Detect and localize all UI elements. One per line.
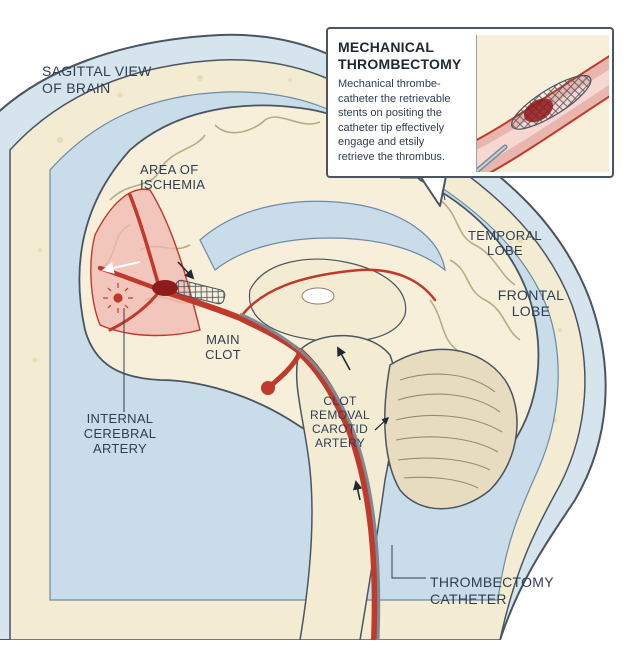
arrow-icon bbox=[177, 261, 195, 280]
label-line: LOBE bbox=[511, 303, 551, 319]
aneurysm-bulge bbox=[261, 381, 275, 395]
third-ventricle bbox=[301, 287, 335, 305]
label-line: CLOT bbox=[205, 347, 241, 362]
label-line: ARTERY bbox=[314, 436, 366, 450]
mechanical-thrombectomy-callout: MECHANICAL THROMBECTOMY Mechanical throm… bbox=[326, 27, 614, 178]
label-line: ARTERY bbox=[92, 441, 148, 456]
label-line: OF BRAIN bbox=[42, 80, 111, 96]
label-line: CEREBRAL bbox=[83, 426, 157, 441]
callout-body-line: Mechanical thrombe- bbox=[338, 78, 441, 90]
label-thrombectomy-catheter: THROMBECTOMY CATHETER bbox=[430, 574, 554, 608]
label-line: ISCHEMIA bbox=[140, 177, 206, 192]
callout-body-line: retrieve the thrombus. bbox=[338, 150, 445, 163]
callout-body: Mechanical thrombe- catheter the retriev… bbox=[338, 77, 468, 164]
label-line: CATHETER bbox=[430, 591, 507, 607]
callout-inset-illustration bbox=[476, 35, 609, 172]
label-line: INTERNAL bbox=[86, 411, 154, 426]
label-area-of-ischemia: AREA OF ISCHEMIA bbox=[140, 162, 205, 192]
label-line: TEMPORAL bbox=[468, 228, 542, 243]
ischemia-target-icon bbox=[103, 283, 133, 313]
label-sagittal-view: SAGITTAL VIEW OF BRAIN bbox=[42, 63, 152, 97]
stent-retriever-closeup bbox=[477, 35, 609, 172]
stent-mesh bbox=[511, 74, 592, 130]
label-clot-removal-carotid-artery: CLOT REMOVAL CAROTID ARTERY bbox=[298, 394, 382, 450]
label-temporal-lobe: TEMPORAL LOBE bbox=[460, 228, 550, 258]
arrow-icon bbox=[352, 480, 363, 501]
label-line: THROMBECTOMY bbox=[430, 574, 554, 590]
callout-body-line: engage and etsily bbox=[338, 136, 425, 148]
label-frontal-lobe: FRONTAL LOBE bbox=[486, 287, 576, 319]
label-line: AREA OF bbox=[140, 162, 199, 177]
callout-title-line: MECHANICAL bbox=[338, 39, 435, 55]
label-line: CLOT bbox=[323, 394, 357, 408]
cerebellum-folia bbox=[395, 373, 503, 489]
thrombectomy-catheter bbox=[239, 312, 381, 641]
callout-body-line: catheter tip effectively bbox=[338, 121, 445, 134]
callout-body-line: stents on positing the bbox=[338, 107, 442, 119]
arrow-icon bbox=[374, 417, 390, 431]
callout-title: MECHANICAL THROMBECTOMY bbox=[338, 39, 461, 73]
label-line: REMOVAL bbox=[310, 408, 370, 422]
label-internal-cerebral-artery: INTERNAL CEREBRAL ARTERY bbox=[72, 411, 168, 456]
callout-title-line: THROMBECTOMY bbox=[338, 56, 462, 72]
label-line: MAIN bbox=[206, 332, 240, 347]
label-main-clot: MAIN CLOT bbox=[200, 332, 246, 362]
arrow-icon bbox=[101, 261, 141, 274]
label-line: SAGITTAL VIEW bbox=[42, 63, 152, 79]
cerebellum bbox=[384, 348, 518, 510]
corpus-callosum bbox=[199, 200, 446, 272]
label-line: CAROTID bbox=[311, 422, 369, 436]
callout-body-line: catheter the retrievable bbox=[338, 92, 451, 105]
clot-icon bbox=[152, 280, 178, 296]
label-line: LOBE bbox=[487, 243, 523, 258]
arrow-icon bbox=[337, 346, 351, 371]
label-line: FRONTAL bbox=[497, 287, 565, 303]
